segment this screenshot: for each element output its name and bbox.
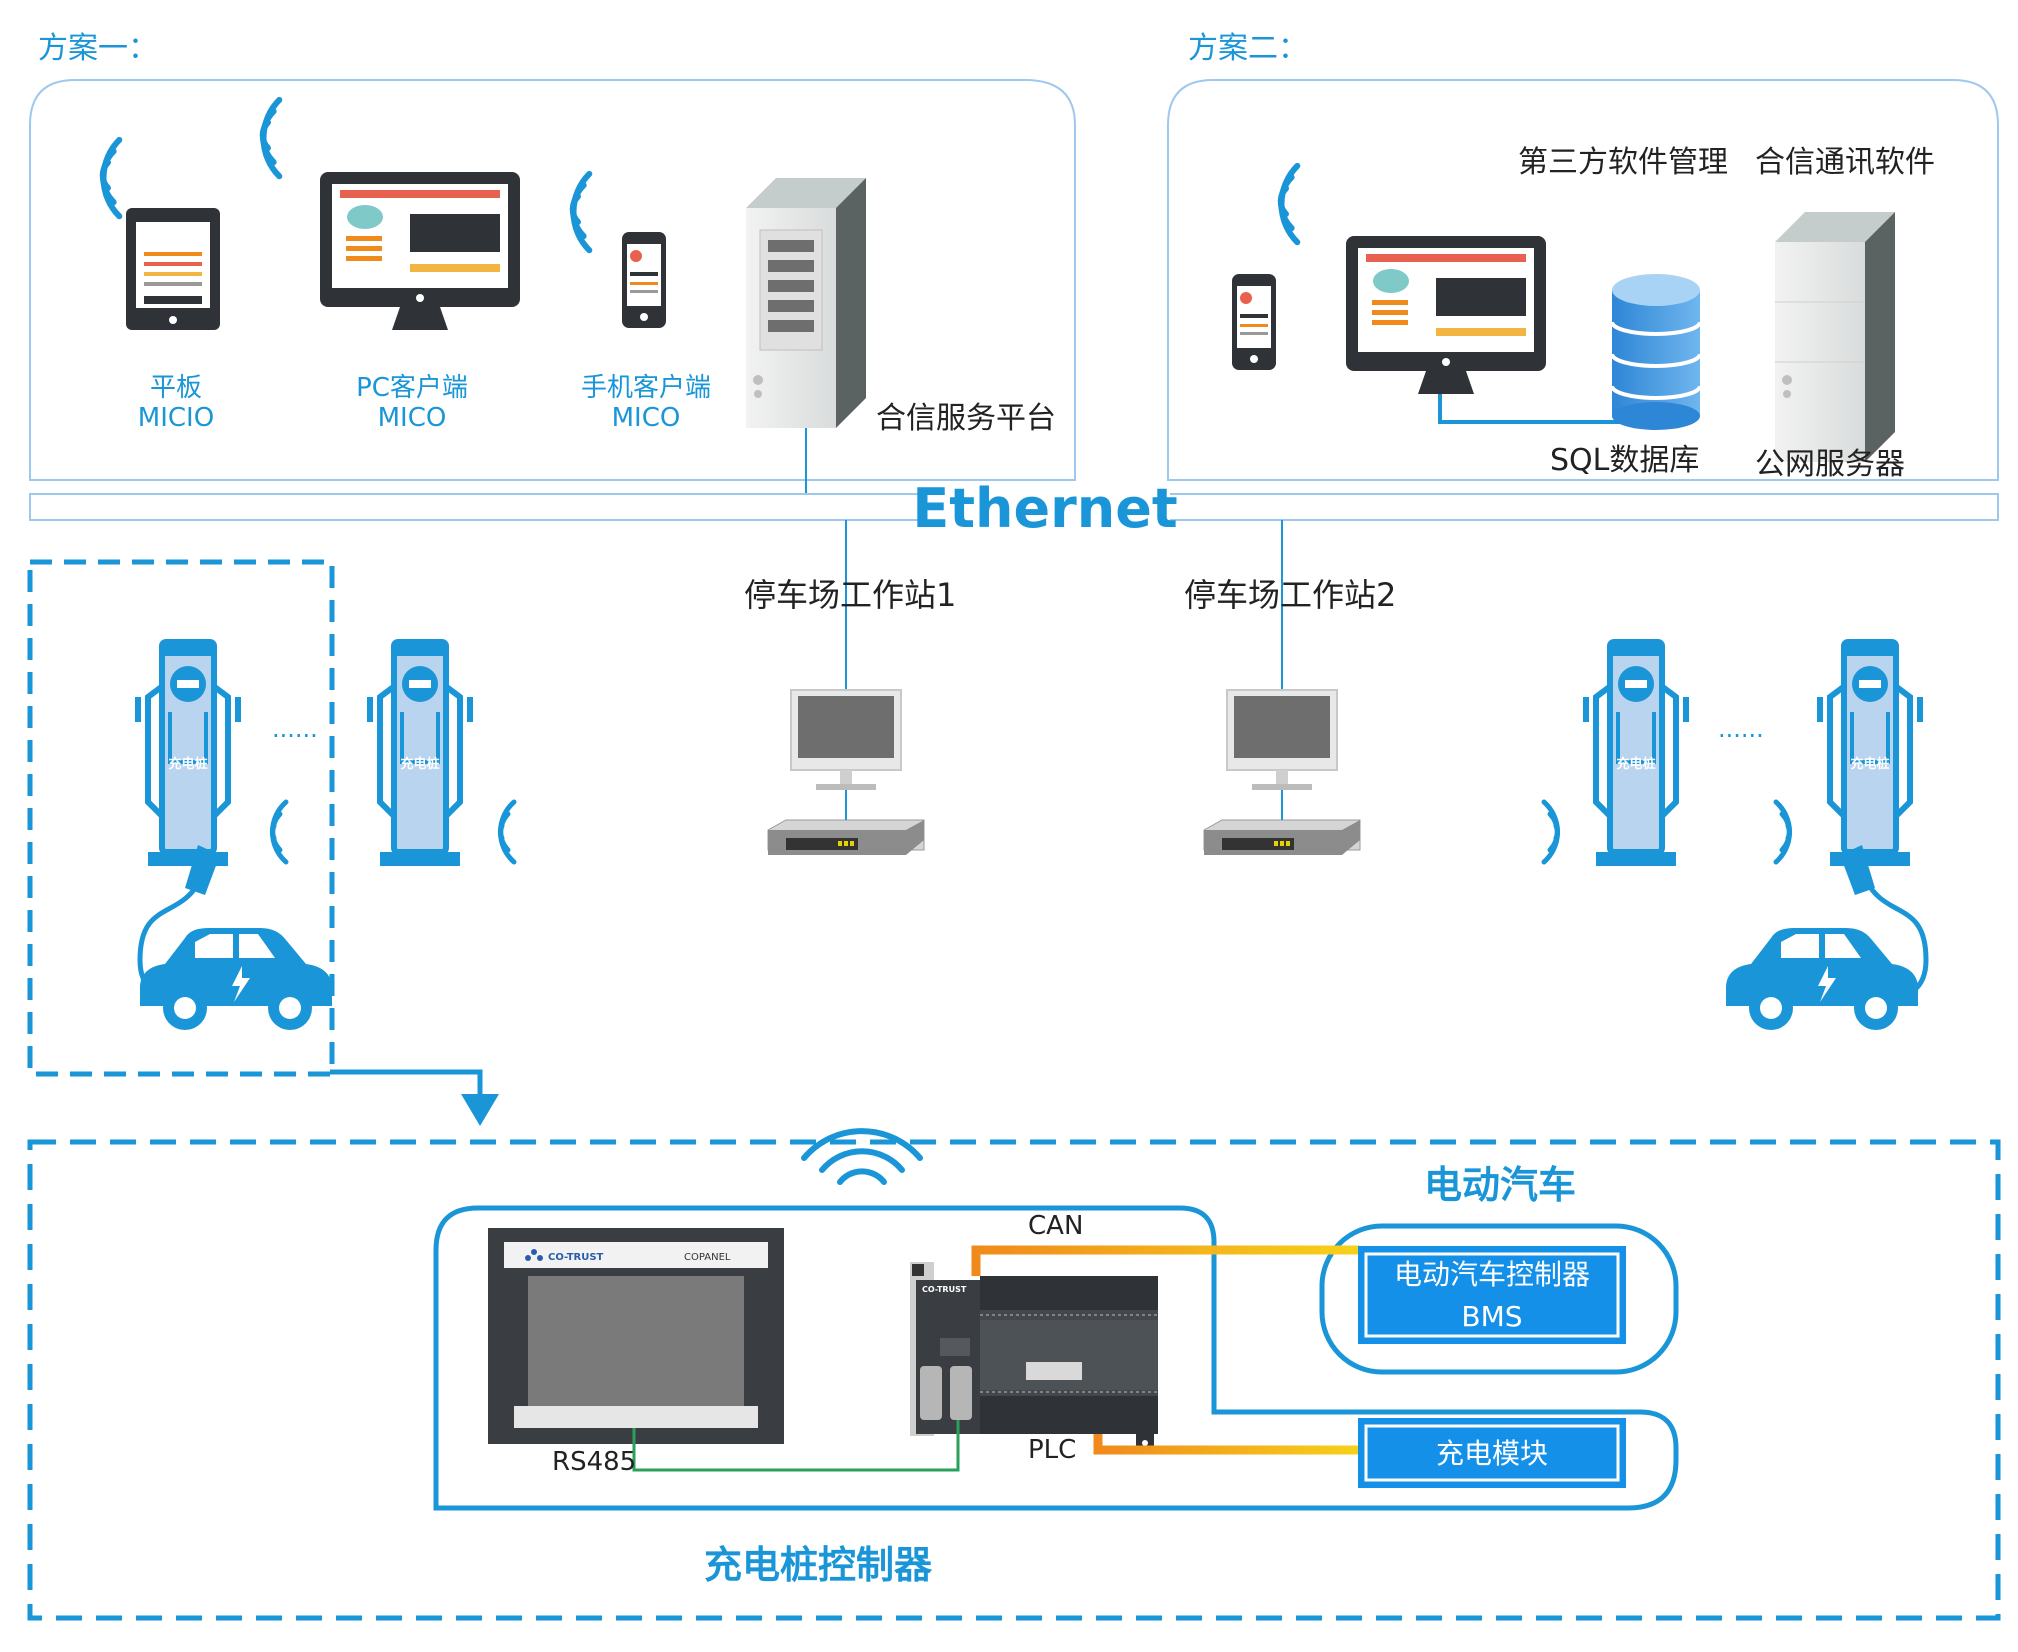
workstation2-label: 停车场工作站2 bbox=[1184, 576, 1396, 614]
car-1-icon bbox=[140, 928, 332, 1030]
pc-client-sublabel: MICO bbox=[378, 403, 447, 433]
pile-highlight-frame bbox=[27, 559, 335, 1077]
comm-software-label: 合信通讯软件 bbox=[1755, 145, 1935, 180]
sql-database-label: SQL数据库 bbox=[1550, 443, 1699, 478]
scheme2-wifi-icon bbox=[1259, 166, 1335, 242]
platform-server-icon bbox=[746, 178, 866, 428]
hmi-panel-icon bbox=[488, 1228, 784, 1444]
pc-client-label: PC客户端 bbox=[356, 373, 468, 403]
scheme2-phone-icon bbox=[1232, 274, 1276, 370]
workstation1-label: 停车场工作站1 bbox=[744, 576, 956, 614]
controller-outline bbox=[433, 1205, 1679, 1511]
platform-server-label: 合信服务平台 bbox=[876, 401, 1056, 436]
scheme2-panel bbox=[1167, 79, 1999, 481]
phone-client-label: 手机客户端 bbox=[581, 373, 711, 403]
tablet-icon bbox=[126, 208, 220, 330]
tablet-wifi-icon bbox=[81, 140, 157, 216]
scheme1-panel bbox=[29, 79, 1076, 481]
can-cable bbox=[971, 1245, 1360, 1276]
ev-outline bbox=[1319, 1223, 1679, 1375]
tablet-sublabel: MICIO bbox=[138, 403, 214, 433]
charging-pile-4 bbox=[1820, 642, 1920, 866]
plc-brand: CO-TRUST bbox=[922, 1285, 967, 1294]
rs485-label: RS485 bbox=[552, 1447, 636, 1477]
charge-module-box-inner bbox=[1364, 1424, 1620, 1482]
controller-section-frame bbox=[27, 1139, 2001, 1621]
controller-title: 充电桩控制器 bbox=[704, 1543, 933, 1587]
public-server-icon bbox=[1775, 212, 1895, 462]
software-mgmt-label: 第三方软件管理 bbox=[1518, 145, 1728, 180]
charging-pile-2-label: 充电桩 bbox=[400, 756, 439, 772]
charging-pile-4-label: 充电桩 bbox=[1850, 756, 1889, 772]
controller-wifi-icon bbox=[801, 1128, 923, 1185]
can-label: CAN bbox=[1028, 1211, 1083, 1241]
plc-label: PLC bbox=[1028, 1435, 1076, 1465]
pile-dots-left: ······ bbox=[272, 722, 318, 750]
ev-controller-box-inner bbox=[1364, 1252, 1620, 1338]
hmi-model: COPANEL bbox=[684, 1252, 731, 1263]
ethernet-label-bg bbox=[920, 484, 1170, 534]
phone-icon bbox=[622, 232, 666, 328]
monitor-db-link bbox=[1438, 394, 1620, 424]
sql-database-icon bbox=[1610, 274, 1702, 430]
scheme2-title: 方案二： bbox=[1188, 31, 1308, 66]
workstation2-icon bbox=[1203, 689, 1361, 856]
scheme2-monitor-icon bbox=[1346, 236, 1546, 394]
pile-4-wifi-icon bbox=[1776, 802, 1790, 862]
pc-monitor-icon bbox=[320, 172, 520, 330]
charge-module-box bbox=[1358, 1418, 1626, 1488]
public-server-label: 公网服务器 bbox=[1755, 447, 1905, 482]
charging-pile-3 bbox=[1586, 642, 1686, 866]
tablet-label: 平板 bbox=[150, 373, 202, 403]
plc-cable bbox=[1093, 1434, 1360, 1455]
rs485-wire bbox=[632, 1420, 960, 1472]
expand-arrow-line bbox=[330, 1069, 483, 1094]
charging-pile-1-label: 充电桩 bbox=[168, 756, 207, 772]
pile-2-wifi-icon bbox=[500, 802, 514, 862]
charging-pile-2 bbox=[370, 642, 470, 866]
pile-dots-right: ······ bbox=[1718, 722, 1764, 750]
pile-3-wifi-icon bbox=[1544, 802, 1558, 862]
hmi-brand: CO-TRUST bbox=[548, 1252, 604, 1263]
pile-4-plug-icon bbox=[1840, 845, 1875, 895]
ev-controller-box bbox=[1358, 1246, 1626, 1344]
charging-pile-1 bbox=[138, 642, 238, 866]
ethernet-label: Ethernet bbox=[912, 477, 1177, 540]
ev-bms-label: BMS bbox=[1461, 1300, 1522, 1333]
charge-module-label: 充电模块 bbox=[1436, 1437, 1548, 1470]
ev-title: 电动汽车 bbox=[1424, 1163, 1576, 1207]
pc-wifi-icon bbox=[241, 100, 317, 176]
workstation1-icon bbox=[767, 689, 925, 856]
ev-controller-label: 电动汽车控制器 bbox=[1394, 1258, 1590, 1291]
charging-pile-3-label: 充电桩 bbox=[1616, 756, 1655, 772]
scheme1-title: 方案一： bbox=[38, 31, 158, 66]
phone-client-sublabel: MICO bbox=[612, 403, 681, 433]
phone-wifi-icon bbox=[551, 174, 627, 250]
pile-1-plug-icon bbox=[185, 845, 220, 895]
pile-1-wifi-icon bbox=[272, 802, 286, 862]
expand-arrow-head-icon bbox=[461, 1094, 499, 1126]
plc-device-icon bbox=[910, 1262, 1158, 1452]
car-2-icon bbox=[1726, 928, 1918, 1030]
